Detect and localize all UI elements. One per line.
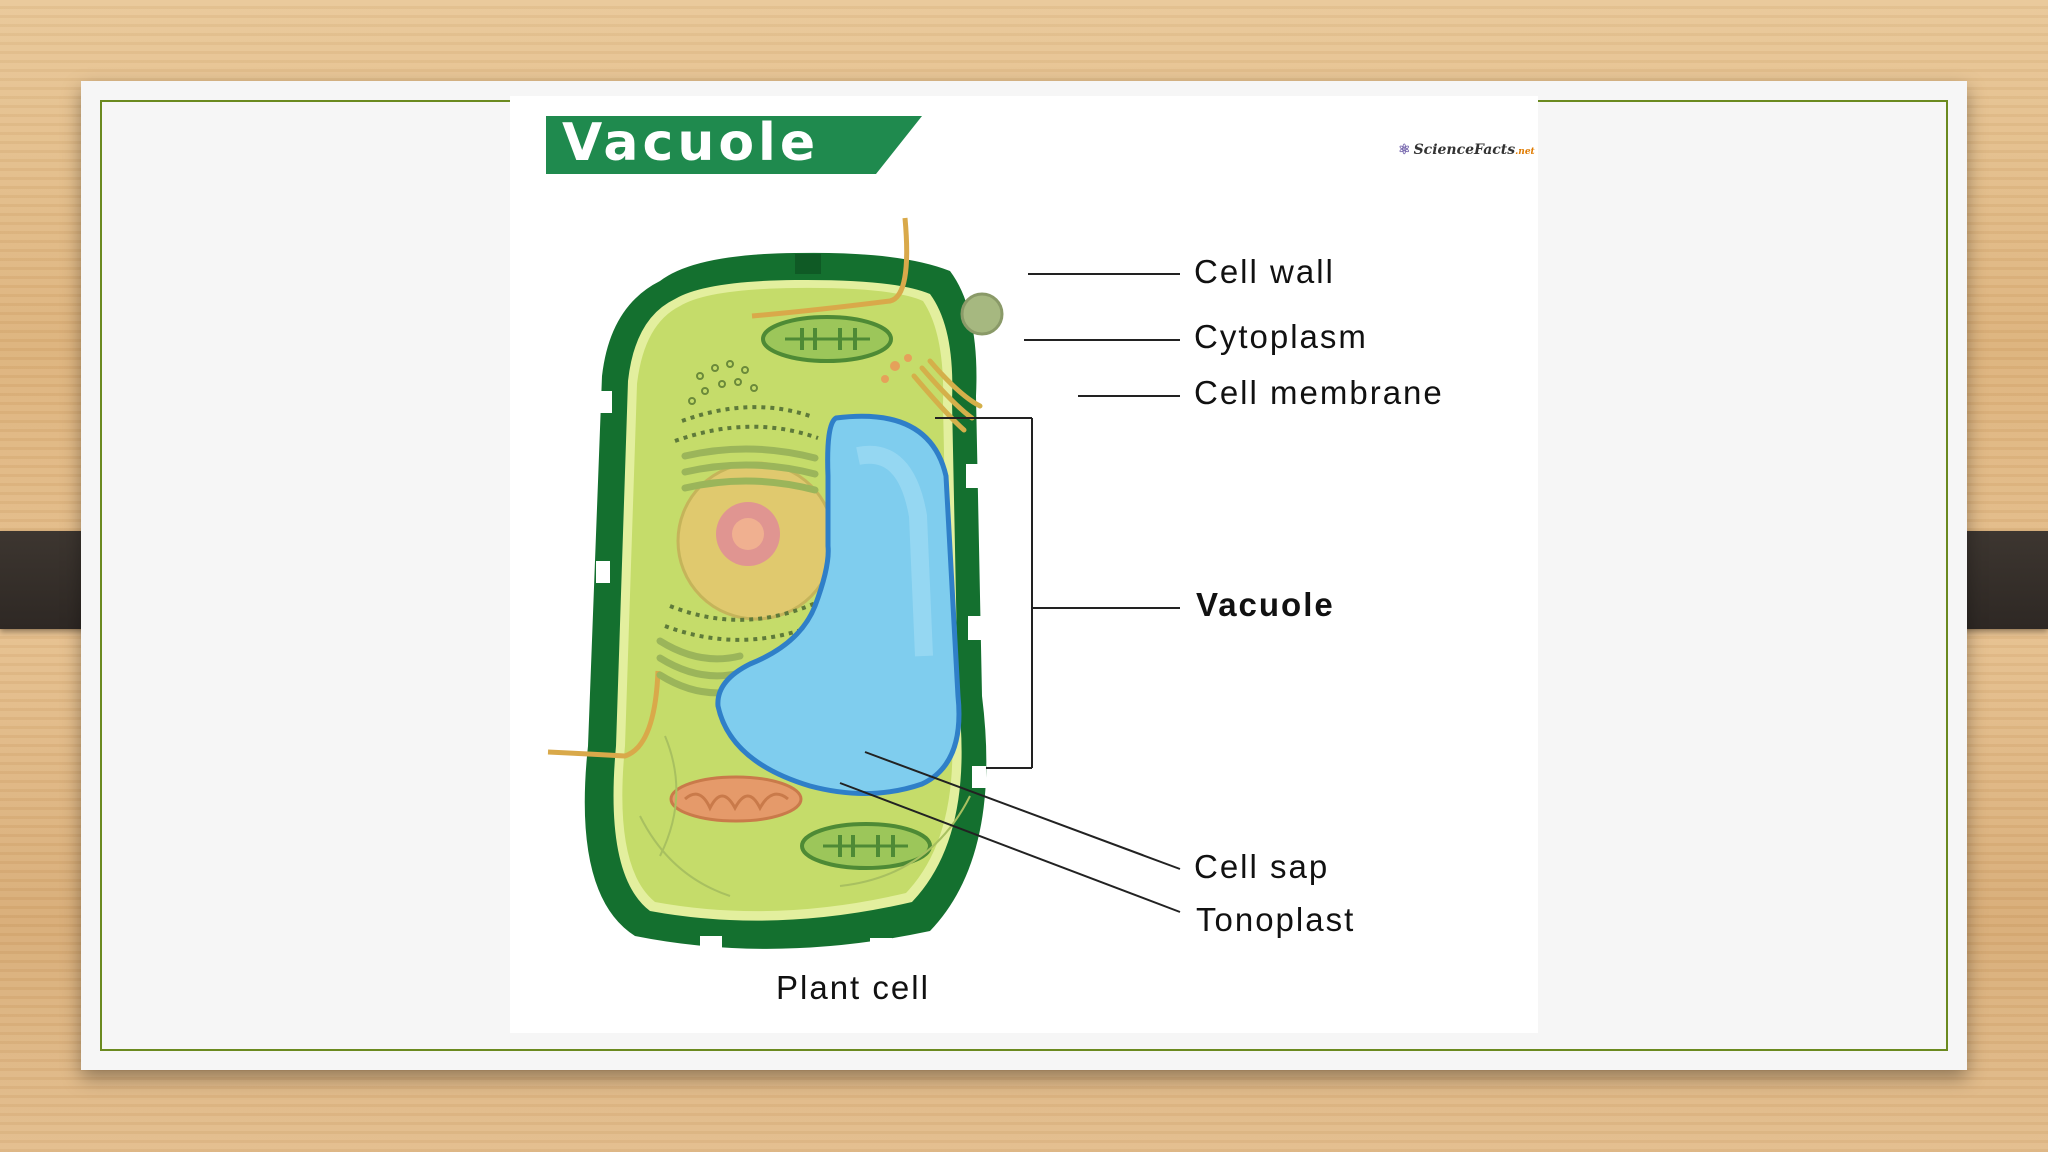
vesicles	[881, 354, 912, 383]
mitochondrion	[669, 775, 803, 823]
chloroplast	[761, 315, 893, 363]
label-cell-sap: Cell sap	[1194, 848, 1330, 885]
wall-pore	[870, 938, 892, 950]
atom-icon: ⚛	[1398, 142, 1411, 158]
chloroplast	[800, 822, 932, 870]
cytoskeleton	[639, 735, 971, 897]
diagram-panel: Vacuole ⚛ScienceFacts.net Cell wall Cyto…	[510, 96, 1538, 1033]
ribosomes	[688, 360, 758, 405]
wall-pore	[972, 766, 986, 788]
label-cell-wall: Cell wall	[1194, 253, 1335, 290]
leader-lines	[839, 273, 1181, 913]
wall-pore	[968, 616, 982, 640]
diagram-caption: Plant cell	[776, 969, 930, 1006]
wall-pore	[700, 936, 722, 948]
wall-pore	[596, 561, 610, 583]
plasmodesma-strand	[547, 670, 661, 759]
label-tonoplast: Tonoplast	[1196, 901, 1356, 938]
plasmodesma-strand	[751, 217, 910, 319]
label-cell-membrane: Cell membrane	[1194, 374, 1444, 411]
label-cytoplasm: Cytoplasm	[1194, 318, 1368, 355]
vacuole-highlight	[856, 445, 933, 657]
wall-pore	[966, 464, 980, 488]
vacuole-shape	[715, 413, 962, 797]
logo-suffix: .net	[1515, 147, 1535, 157]
wall-pore	[598, 391, 612, 413]
nucleolus-core	[732, 518, 764, 550]
rough-er	[674, 424, 819, 443]
golgi-apparatus	[911, 358, 983, 433]
rough-er	[669, 599, 821, 622]
peroxisome	[960, 292, 1004, 336]
plasmodesma	[795, 254, 821, 274]
logo-text: ScienceFacts	[1413, 142, 1516, 158]
sciencefacts-logo: ⚛ScienceFacts.net	[1398, 142, 1535, 158]
title-banner	[546, 116, 922, 174]
diagram-title: Vacuole	[562, 113, 820, 173]
label-vacuole: Vacuole	[1196, 586, 1335, 623]
plant-cell-diagram	[546, 116, 1181, 950]
